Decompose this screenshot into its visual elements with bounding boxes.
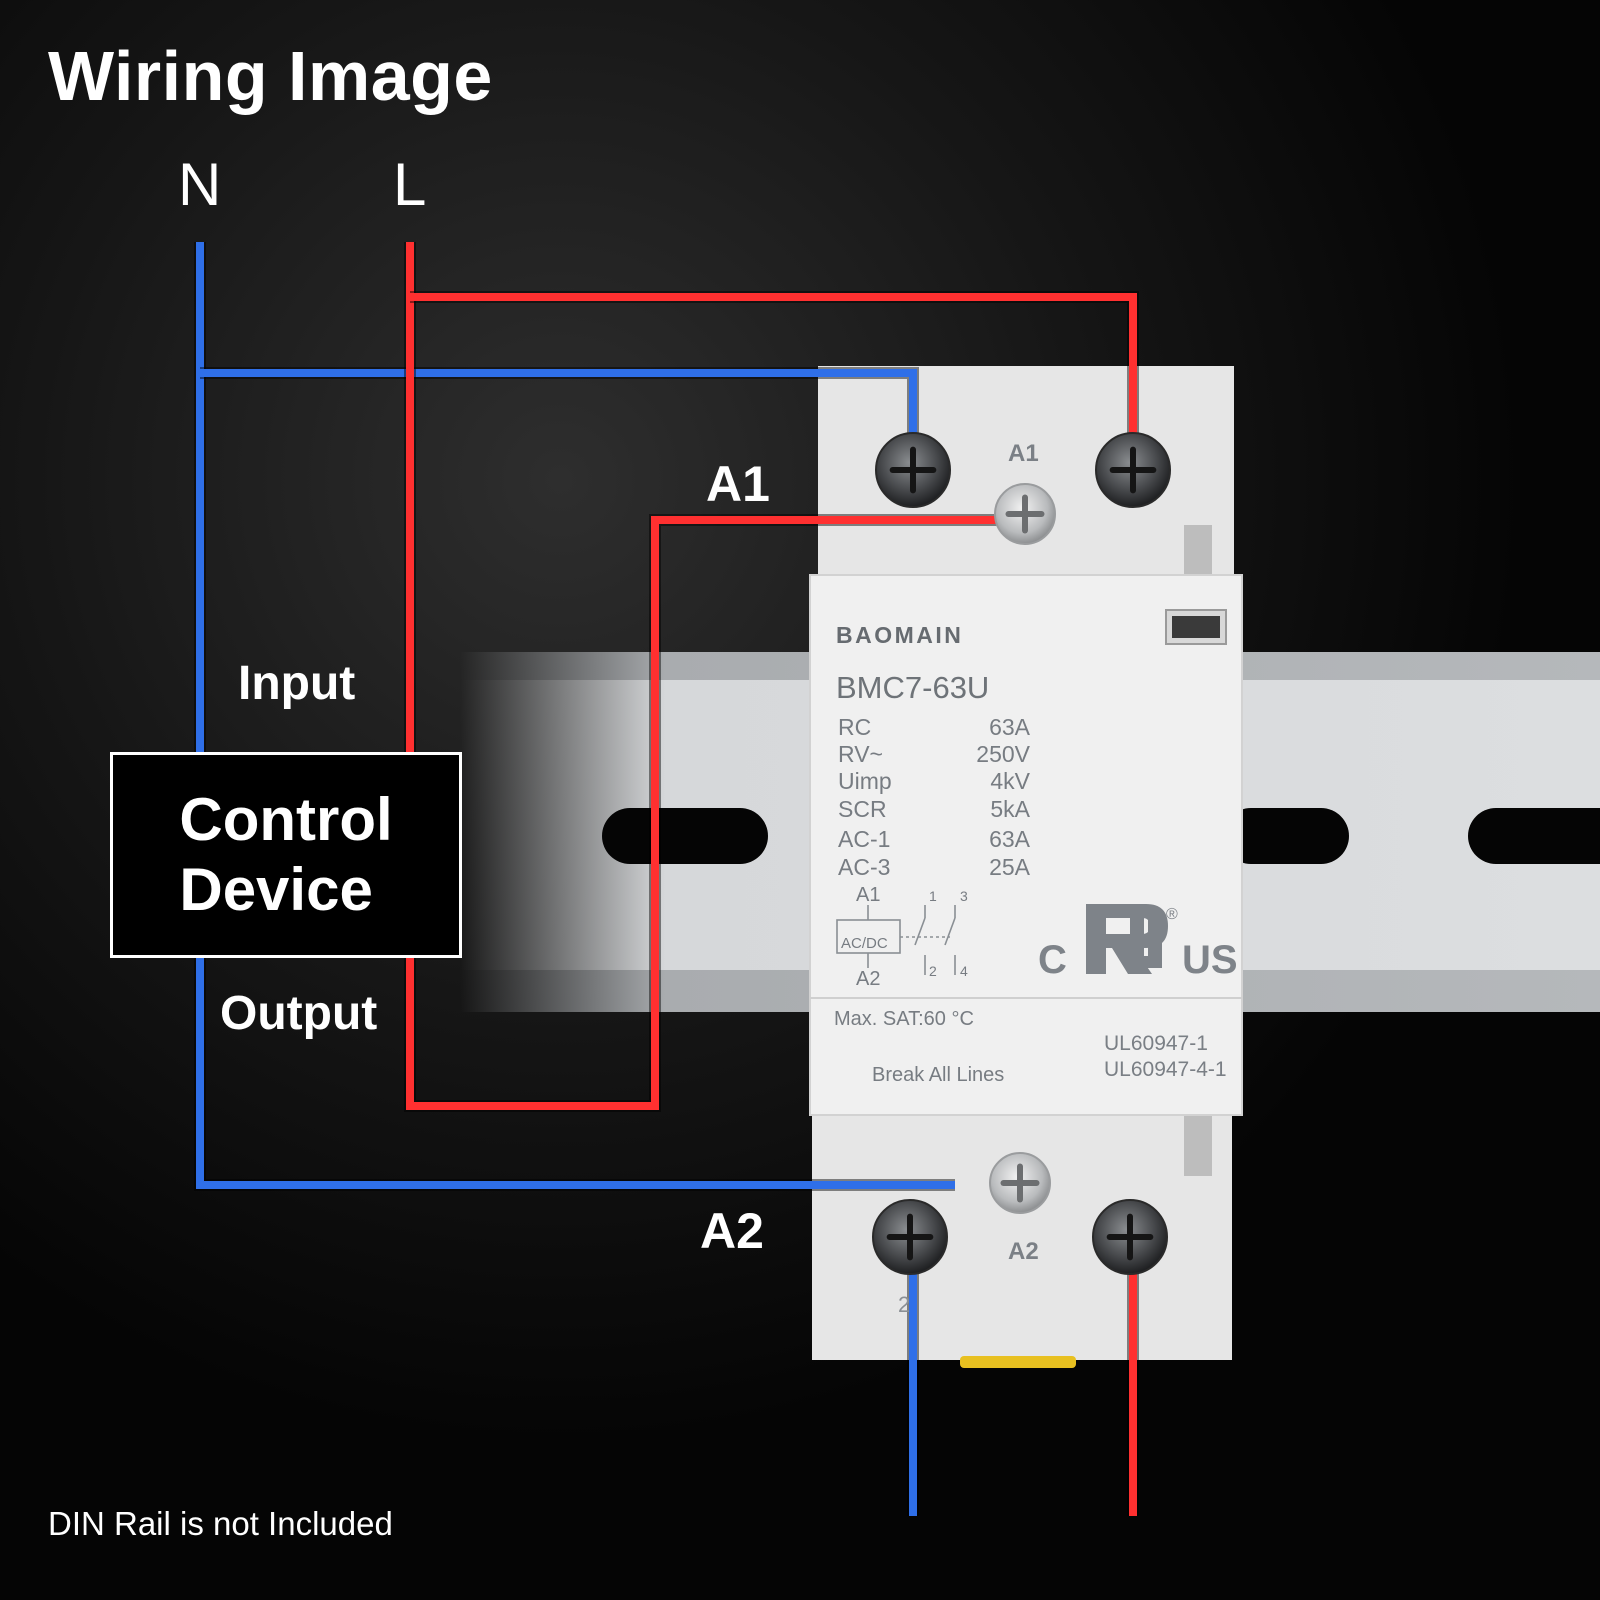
- control-device-name-line1: Control: [179, 786, 393, 853]
- max-temperature: Max. SAT:60 °C: [834, 1008, 974, 1030]
- break-note: Break All Lines: [872, 1064, 1005, 1086]
- contactor-model: BMC7-63U: [836, 670, 990, 705]
- coil-contact-symbol: [836, 905, 956, 975]
- line-wire-label: L: [393, 151, 427, 218]
- spec-key: AC-3: [838, 854, 891, 880]
- control-input-label: Input: [238, 657, 356, 710]
- contact-number: 4: [960, 963, 968, 979]
- spec-value: 63A: [989, 714, 1030, 740]
- ul-certification-mark: [1086, 904, 1168, 974]
- face-terminal-a2: A2: [1008, 1238, 1039, 1265]
- control-output-label: Output: [220, 987, 378, 1040]
- cert-left-label: C: [1038, 938, 1067, 982]
- page-title: Wiring Image: [48, 37, 493, 115]
- spec-value: 25A: [989, 854, 1030, 880]
- cert-right-label: US: [1182, 938, 1238, 982]
- rail-slot: [1223, 808, 1349, 864]
- rail-slot: [1468, 808, 1600, 864]
- screw-layer: [872, 432, 1171, 1275]
- screw-a1-icon: [994, 483, 1056, 545]
- contactor-brand: BAOMAIN: [836, 622, 964, 648]
- screw-terminal-1-icon: [875, 432, 951, 508]
- line-branch-wire: [410, 293, 1137, 478]
- footer-note: DIN Rail is not Included: [48, 1505, 393, 1542]
- face-terminal-a1: A1: [1008, 440, 1039, 467]
- contact-number: 2: [929, 963, 937, 979]
- standard-label: UL60947-4-1: [1104, 1058, 1227, 1081]
- standard-label: UL60947-1: [1104, 1032, 1208, 1055]
- terminal-number: 2: [898, 1292, 911, 1317]
- spec-key: SCR: [838, 796, 887, 822]
- screw-terminal-2-icon: [872, 1199, 948, 1275]
- control-device-name-line2: Device: [179, 856, 373, 923]
- spec-key: RV~: [838, 741, 883, 767]
- screw-terminal-3-icon: [1095, 432, 1171, 508]
- spec-key: RC: [838, 714, 872, 740]
- a2-terminal-callout: A2: [700, 1203, 764, 1259]
- contact-number: 1: [929, 888, 937, 904]
- contact-number: 3: [960, 888, 968, 904]
- screw-terminal-4-icon: [1092, 1199, 1168, 1275]
- neutral-wire-main: [196, 242, 955, 1189]
- spec-value: 63A: [989, 826, 1030, 852]
- spec-value: 250V: [976, 741, 1030, 767]
- control-device-box: Control Device: [110, 752, 462, 958]
- rail-slot: [602, 808, 768, 864]
- spec-value: 4kV: [990, 768, 1030, 794]
- coil-a1-label: A1: [856, 884, 881, 906]
- spec-key: Uimp: [838, 768, 892, 794]
- coil-type-label: AC/DC: [841, 935, 888, 952]
- a1-terminal-callout: A1: [706, 456, 770, 512]
- yellow-tab: [960, 1356, 1076, 1368]
- spec-key: AC-1: [838, 826, 891, 852]
- coil-a2-label: A2: [856, 968, 881, 990]
- spec-value: 5kA: [990, 796, 1030, 822]
- neutral-wire-label: N: [178, 151, 222, 218]
- screw-a2-icon: [989, 1152, 1051, 1214]
- registered-mark: ®: [1166, 906, 1178, 923]
